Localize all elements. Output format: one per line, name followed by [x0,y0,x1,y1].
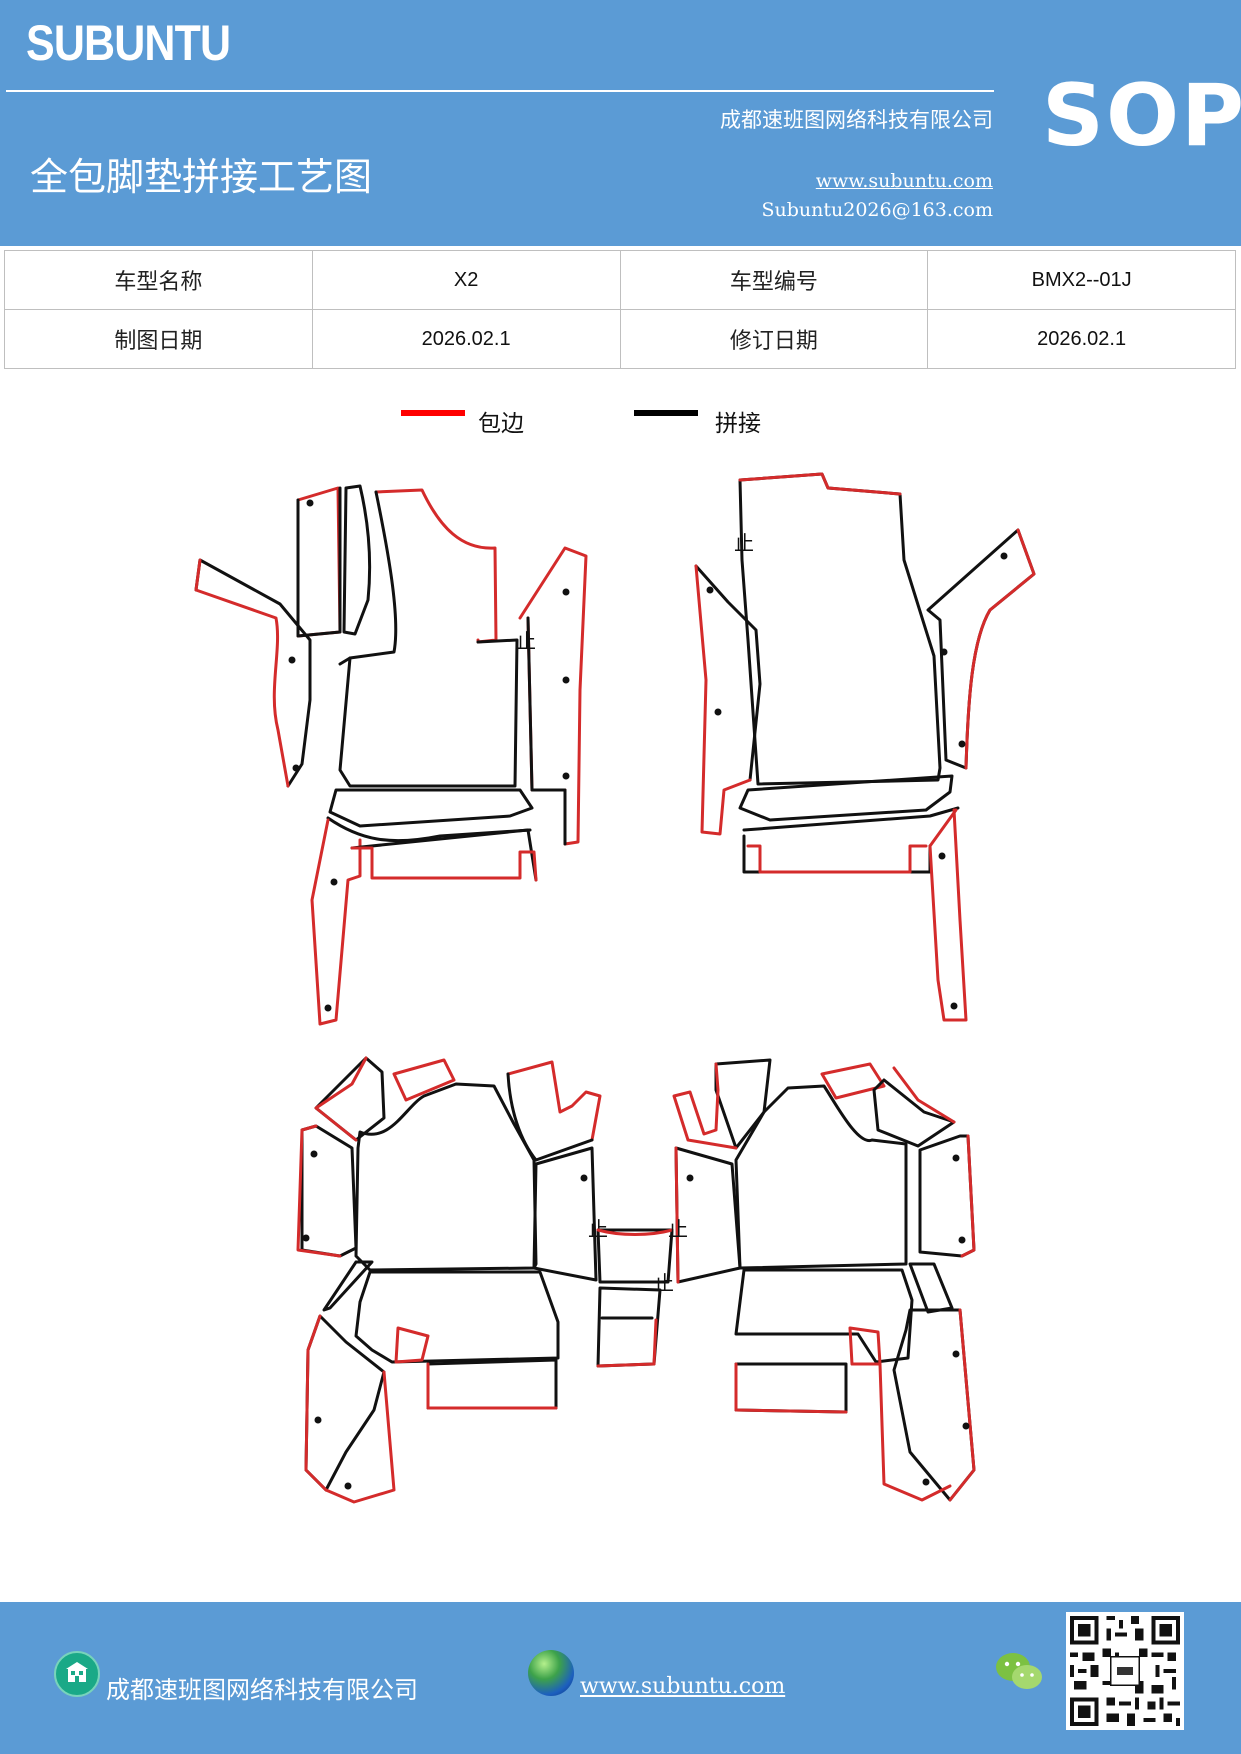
footer-website-link[interactable]: www.subuntu.com [580,1674,786,1699]
building-icon [54,1651,100,1697]
stop-mark: 止 [654,1271,674,1295]
value-model-name: X2 [311,250,621,310]
email-address[interactable]: Subuntu2026@163.com [761,199,993,221]
value-revise-date: 2026.02.1 [927,309,1236,369]
footer-company-name: 成都速班图网络科技有限公司 [106,1676,418,1704]
rear-left-mat: 止 [296,1056,608,1504]
header-banner [0,0,1241,246]
header-divider [6,90,994,92]
label-revise-date: 修订日期 [619,309,929,369]
page-title: 全包脚垫拼接工艺图 [30,155,373,199]
value-model-code: BMX2--01J [927,250,1236,310]
brand-logo: SUBUNTU [26,15,231,71]
wechat-icon [996,1653,1042,1689]
info-table: 车型名称 X2 车型编号 BMX2--01J 制图日期 2026.02.1 修订… [4,250,1236,369]
front-left-mat: 止 [194,484,588,1026]
website-link[interactable]: www.subuntu.com [815,170,993,192]
sop-badge: SOP [1042,66,1241,166]
table-row: 车型名称 X2 车型编号 BMX2--01J [4,250,1236,310]
value-draw-date: 2026.02.1 [311,309,621,369]
legend-seam-swatch [634,410,698,416]
front-right-mat: 止 [694,472,1036,1022]
company-name: 成都速班图网络科技有限公司 [720,108,993,132]
rear-right-mat: 止 [668,1058,976,1502]
label-model-name: 车型名称 [4,250,313,310]
center-mat: 止 [596,1228,674,1368]
table-row: 制图日期 2026.02.1 修订日期 2026.02.1 [4,309,1236,369]
legend-seam-label: 拼接 [715,411,761,437]
label-draw-date: 制图日期 [4,309,313,369]
stop-mark: 止 [668,1217,688,1241]
globe-icon [528,1650,574,1696]
stop-mark: 止 [516,629,536,653]
stop-mark: 止 [734,531,754,555]
label-model-code: 车型编号 [619,250,929,310]
legend-edge-swatch [401,410,465,416]
qr-code[interactable] [1066,1612,1184,1730]
legend-edge-label: 包边 [478,411,524,437]
